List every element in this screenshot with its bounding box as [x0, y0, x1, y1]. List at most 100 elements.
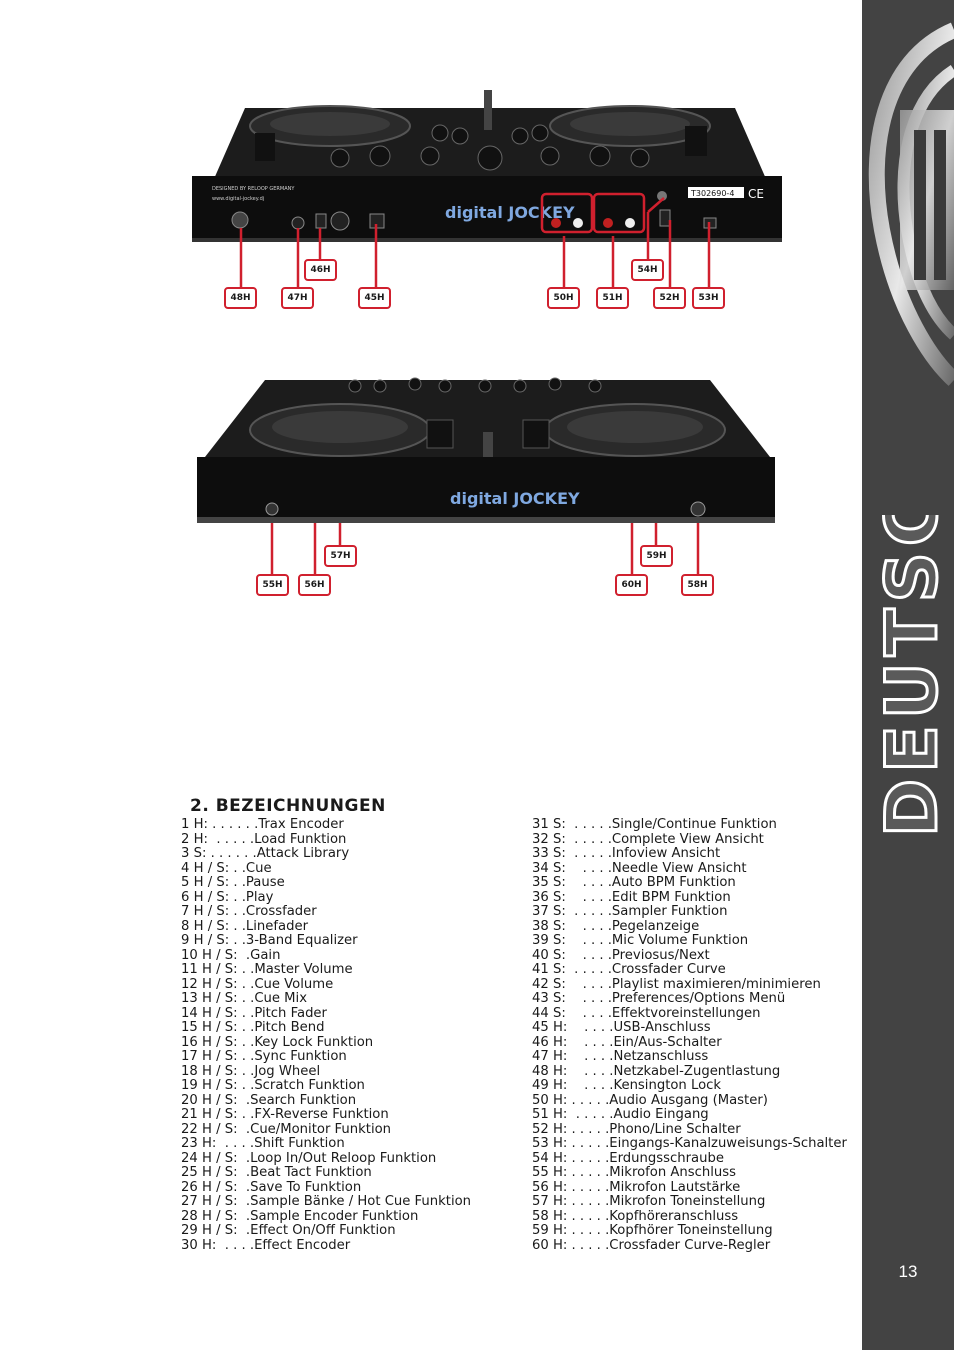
language-tab-label: DEUTSCH [862, 423, 954, 845]
item-dots: . . [237, 1049, 255, 1064]
item-label: Preferences/Options Menü [611, 991, 786, 1006]
list-item: 33 S: . . . . .Infoview Ansicht [532, 846, 852, 862]
callout-47h: 47H [281, 287, 314, 309]
section-title: 2. BEZEICHNUNGEN [190, 796, 386, 816]
list-item: 21 H / S: . .FX-Reverse Funktion [181, 1107, 521, 1123]
list-item: 59 H: . . . . .Kopfhörer Toneinstellung [532, 1223, 852, 1239]
item-label: Mikrofon Lautstärke [609, 1179, 741, 1195]
item-key: 4 H / S: [181, 860, 230, 876]
item-label: Jog Wheel [254, 1063, 321, 1079]
item-key: 15 H / S: [181, 1020, 238, 1035]
item-dots: . . . . . [567, 1092, 610, 1108]
list-item: 50 H: . . . . .Audio Ausgang (Master) [532, 1092, 852, 1109]
item-label: Beat Tact Funktion [250, 1165, 372, 1180]
list-item: 28 H / S: .Sample Encoder Funktion [181, 1209, 521, 1225]
item-key: 11 H / S: [181, 962, 238, 977]
item-label: Sync Funktion [254, 1049, 347, 1064]
item-label: Crossfader Curve [611, 962, 726, 977]
list-item: 34 S: . . . .Needle View Ansicht [532, 861, 852, 877]
item-key: 32 S: [532, 831, 566, 847]
list-item: 9 H / S: . .3-Band Equalizer [181, 933, 521, 949]
item-label: Save To Funktion [250, 1179, 362, 1195]
item-label: Previosus/Next [611, 947, 710, 963]
item-dots: . . [237, 1005, 255, 1021]
item-dots: . . . . . [567, 1165, 610, 1180]
item-dots: . . [237, 1034, 255, 1050]
list-item: 27 H / S: .Sample Bänke / Hot Cue Funkti… [181, 1194, 521, 1210]
item-label: Effect Encoder [254, 1237, 351, 1253]
item-key: 47 H: [532, 1049, 568, 1064]
item-label: Master Volume [254, 962, 353, 977]
item-dots: . . . . . . [206, 846, 257, 861]
item-dots: . . . . [567, 1034, 614, 1050]
item-dots: . . . . [565, 875, 612, 890]
serial-label: T302690-4 [690, 189, 734, 198]
list-item: 36 S: . . . .Edit BPM Funktion [532, 889, 852, 906]
list-item: 38 S: . . . .Pegelanzeige [532, 918, 852, 935]
callout-60h: 60H [615, 574, 648, 596]
item-key: 40 S: [532, 947, 566, 963]
item-dots: . . . . . [565, 962, 612, 977]
item-dots: . . . . . [565, 846, 612, 861]
item-label: Netzanschluss [613, 1049, 709, 1064]
item-label: Scratch Funktion [254, 1078, 365, 1093]
item-dots: . . . . . [565, 904, 612, 919]
callout-55h: 55H [256, 574, 289, 596]
item-key: 26 H / S: [181, 1179, 238, 1195]
list-item: 45 H: . . . .USB-Anschluss [532, 1020, 852, 1036]
item-dots: . [237, 1150, 251, 1166]
callout-56h: 56H [298, 574, 331, 596]
item-dots: . . . . . [567, 1194, 610, 1209]
item-key: 58 H: [532, 1208, 568, 1224]
list-item: 22 H / S: .Cue/Monitor Funktion [181, 1122, 521, 1138]
item-label: Pause [245, 875, 285, 890]
item-label: Sampler Funktion [611, 904, 728, 919]
list-item: 52 H: . . . . .Phono/Line Schalter [532, 1122, 852, 1138]
reloop-logo-icon [868, 22, 954, 386]
item-dots: . . [229, 875, 246, 890]
item-dots: . . . . [565, 918, 612, 934]
callout-45h: 45H [358, 287, 391, 309]
rear-website-text: www.digital-jockey.dj [212, 196, 264, 202]
list-item: 15 H / S: . .Pitch Bend [181, 1020, 521, 1036]
item-key: 14 H / S: [181, 1005, 238, 1021]
item-label: Ein/Aus-Schalter [613, 1034, 722, 1050]
item-dots: . . . . . [567, 1223, 610, 1238]
item-dots: . . . . . . [207, 817, 259, 832]
list-item: 42 S: . . . .Playlist maximieren/minimie… [532, 977, 852, 993]
item-key: 33 S: [532, 846, 566, 861]
list-item: 40 S: . . . .Previosus/Next [532, 947, 852, 964]
item-dots: . . . . [216, 1237, 255, 1253]
item-key: 10 H / S: [181, 947, 238, 963]
item-label: Mikrofon Anschluss [609, 1165, 737, 1180]
item-dots: . [237, 1223, 251, 1238]
list-item: 29 H / S: .Effect On/Off Funktion [181, 1223, 521, 1239]
item-label: Cue Volume [254, 976, 334, 992]
list-item: 35 S: . . . .Auto BPM Funktion [532, 875, 852, 891]
list-item: 39 S: . . . .Mic Volume Funktion [532, 933, 852, 949]
item-label: Kensington Lock [613, 1078, 722, 1093]
list-item: 57 H: . . . . .Mikrofon Toneinstellung [532, 1194, 852, 1210]
item-key: 2 H: [181, 831, 208, 847]
item-dots: . . . . [565, 889, 612, 905]
item-dots: . . [237, 1107, 255, 1122]
list-item: 55 H: . . . . .Mikrofon Anschluss [532, 1165, 852, 1181]
item-label: Complete View Ansicht [611, 831, 764, 847]
item-key: 25 H / S: [181, 1165, 238, 1180]
item-label: Cue Mix [254, 991, 308, 1006]
item-key: 23 H: [181, 1136, 217, 1151]
item-key: 55 H: [532, 1165, 568, 1180]
item-dots: . [237, 1165, 251, 1180]
item-label: Mic Volume Funktion [611, 933, 749, 948]
item-dots: . . . . . [567, 1237, 610, 1253]
callout-58h: 58H [681, 574, 714, 596]
item-label: Erdungsschraube [609, 1150, 724, 1166]
list-item: 60 H: . . . . .Crossfader Curve-Regler [532, 1237, 852, 1254]
item-dots: . . [229, 918, 246, 934]
list-item: 25 H / S: .Beat Tact Funktion [181, 1165, 521, 1181]
item-dots: . . . . . [207, 831, 255, 847]
item-label: Effect On/Off Funktion [250, 1223, 396, 1238]
list-item: 49 H: . . . .Kensington Lock [532, 1078, 852, 1094]
page-number: 13 [898, 1262, 918, 1281]
